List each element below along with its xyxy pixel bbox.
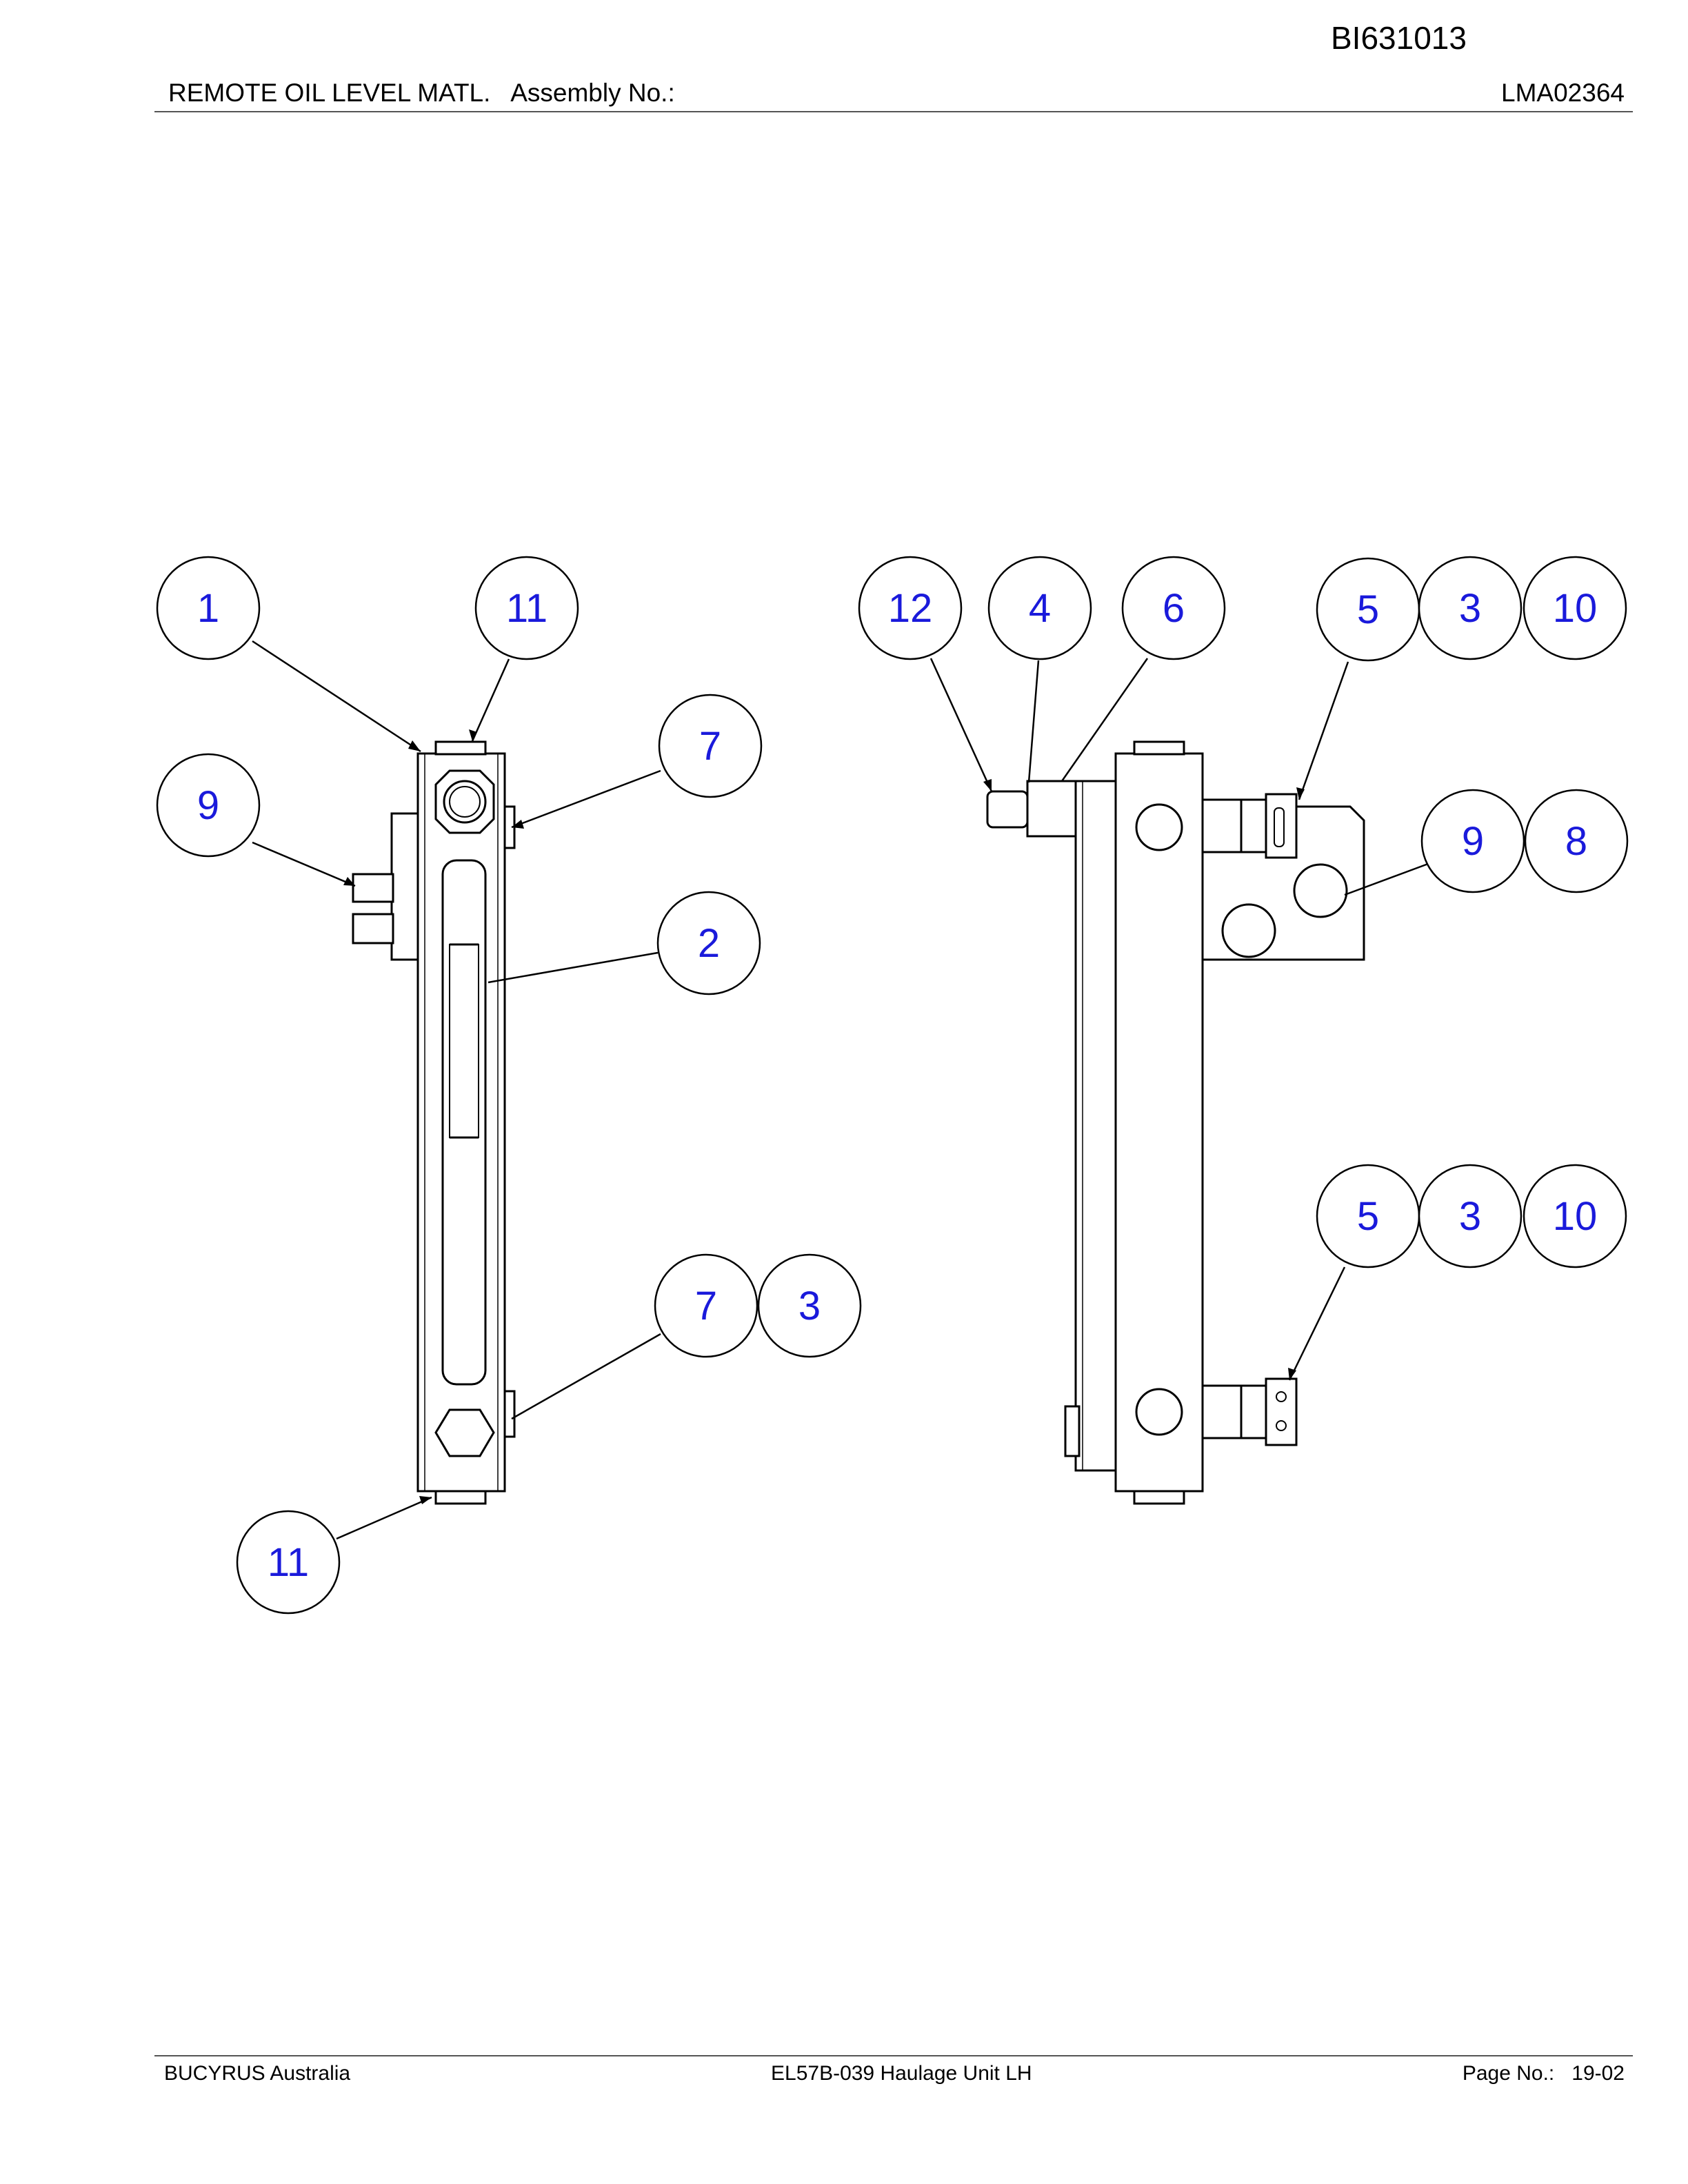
balloon-circle <box>1523 556 1627 660</box>
balloon-circle <box>654 1253 758 1358</box>
balloon-circle <box>156 753 261 858</box>
balloon-label: 6 <box>1163 586 1185 631</box>
callout-balloon-6: 6 <box>1121 556 1226 660</box>
balloon-label: 5 <box>1357 1194 1379 1239</box>
balloon-circle <box>1418 1164 1523 1268</box>
callout-balloon-11-bottom: 11 <box>236 1510 341 1615</box>
callout-balloon-3-bottom-right: 3 <box>1418 1164 1523 1268</box>
left-fitting-upper <box>352 873 394 903</box>
balloon-circle <box>656 891 761 995</box>
right-gauge-body <box>1114 752 1204 1493</box>
balloon-circle <box>1523 1164 1627 1268</box>
callout-balloon-3-top: 3 <box>1418 556 1523 660</box>
callout-balloon-12: 12 <box>858 556 963 660</box>
balloon-label: 9 <box>197 783 219 828</box>
callout-balloon-1: 1 <box>156 556 261 660</box>
callout-balloon-2: 2 <box>656 891 761 995</box>
left-fitting-lower <box>352 913 394 944</box>
balloon-label: 10 <box>1553 586 1598 631</box>
left-view <box>352 740 516 1505</box>
leader-arrows <box>343 729 1305 1504</box>
callout-balloon-4: 4 <box>987 556 1092 660</box>
callout-balloon-7-bottom: 7 <box>654 1253 758 1358</box>
balloon-label: 5 <box>1357 587 1379 632</box>
balloon-circle <box>1524 789 1629 893</box>
balloon-circle <box>1420 789 1525 893</box>
callout-balloon-9-left: 9 <box>156 753 261 858</box>
balloon-label: 10 <box>1553 1194 1598 1239</box>
footer-rule <box>154 2055 1633 2056</box>
callout-balloon-8: 8 <box>1524 789 1629 893</box>
right-view <box>986 740 1365 1505</box>
balloon-circle <box>987 556 1092 660</box>
document-id: BI631013 <box>1331 20 1467 56</box>
balloon-circle <box>1418 556 1523 660</box>
balloon-label: 11 <box>506 586 547 631</box>
balloon-label: 11 <box>268 1540 309 1585</box>
footer-page-number: Page No.: 19-02 <box>1462 2062 1625 2085</box>
right-fitting-12 <box>986 790 1029 829</box>
balloon-circle <box>757 1253 862 1358</box>
balloon-label: 9 <box>1462 819 1484 864</box>
callout-balloon-10-bottom: 10 <box>1523 1164 1627 1268</box>
callout-balloon-5-top: 5 <box>1316 557 1420 662</box>
callout-balloon-3-bottom-left: 3 <box>757 1253 862 1358</box>
callout-balloon-11-top: 11 <box>474 556 579 660</box>
leader-lines <box>252 640 1442 1540</box>
balloon-label: 7 <box>699 724 721 769</box>
callout-balloon-9-right: 9 <box>1420 789 1525 893</box>
callout-balloon-10-top: 10 <box>1523 556 1627 660</box>
balloon-label: 3 <box>798 1284 821 1328</box>
right-fitting-4-6 <box>1026 780 1077 838</box>
balloon-label: 2 <box>698 921 720 966</box>
header-rule <box>154 111 1633 112</box>
callout-balloon-5-bottom: 5 <box>1316 1164 1420 1268</box>
footer-company: BUCYRUS Australia <box>164 2062 351 2085</box>
balloon-circle <box>1121 556 1226 660</box>
balloon-label: 7 <box>695 1284 717 1328</box>
assembly-number: LMA02364 <box>1501 79 1625 107</box>
balloon-circle <box>236 1510 341 1615</box>
balloon-label: 4 <box>1029 586 1051 631</box>
balloon-circle <box>858 556 963 660</box>
balloon-label: 12 <box>888 586 933 631</box>
balloon-label: 1 <box>197 586 219 631</box>
balloon-label: 3 <box>1459 1194 1481 1239</box>
balloon-circle <box>156 556 261 660</box>
balloon-circle <box>474 556 579 660</box>
footer-unit: EL57B-039 Haulage Unit LH <box>771 2062 1032 2085</box>
balloon-label: 3 <box>1459 586 1481 631</box>
balloon-label: 8 <box>1565 819 1587 864</box>
balloon-circle <box>658 694 763 798</box>
callout-balloon-7-top: 7 <box>658 694 763 798</box>
assembly-title: REMOTE OIL LEVEL MATL. Assembly No.: <box>168 79 675 107</box>
